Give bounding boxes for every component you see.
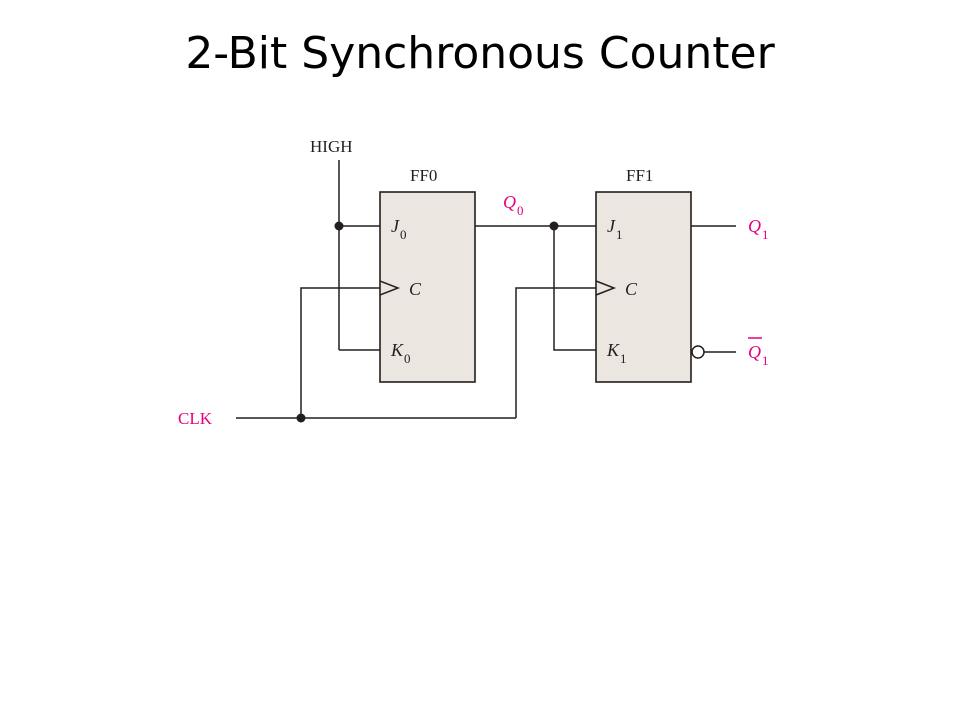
ff1-j-label: J1 (607, 216, 623, 242)
clk-to-ff0-wire (300, 287, 380, 418)
ff0-name: FF0 (410, 166, 437, 185)
clk-label: CLK (178, 409, 213, 428)
high-junction-dot (334, 221, 344, 231)
q0-to-k1-wire (553, 226, 596, 351)
clk-to-ff1-wire (515, 287, 596, 418)
slide-title: 2-Bit Synchronous Counter (185, 28, 775, 79)
ff1-clock-triangle (595, 280, 617, 296)
q1bar-inversion-bubble (691, 345, 705, 359)
ff0-c-label: C (409, 279, 422, 299)
ff0-k-label: K0 (390, 340, 411, 366)
ff0-j-label: J0 (391, 216, 407, 242)
ff1-k-label: K1 (606, 340, 627, 366)
ff1-name: FF1 (626, 166, 653, 185)
q0-label: Q0 (503, 192, 524, 218)
high-label: HIGH (310, 137, 353, 156)
ff0-clock-triangle (379, 280, 401, 296)
q1-label: Q1 (748, 216, 769, 242)
ff1-c-label: C (625, 279, 638, 299)
q1bar-label: Q1 (748, 342, 769, 368)
